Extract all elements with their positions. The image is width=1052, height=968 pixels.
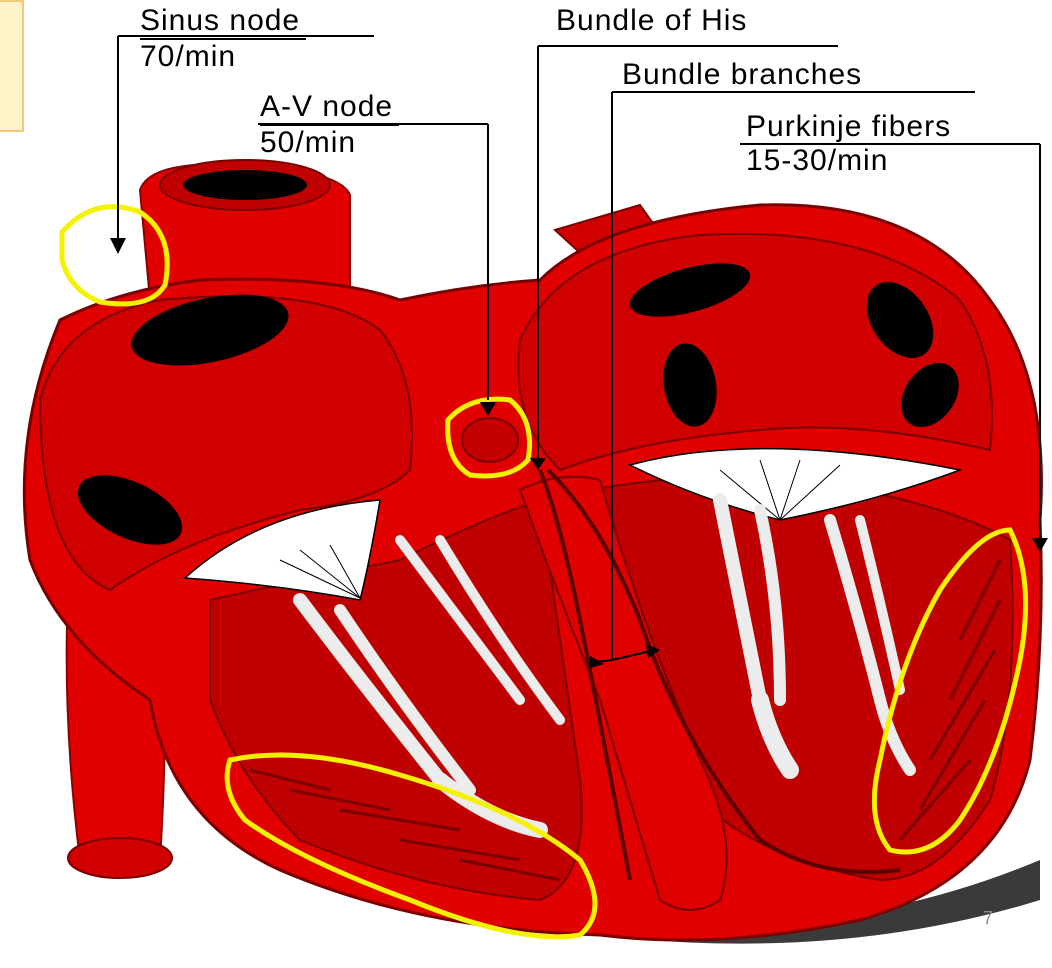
purkinje-fibers-label: Purkinje fibers 15-30/min [746,110,951,178]
av-node-rate: 50/min [260,126,399,160]
purkinje-fibers-rate: 15-30/min [746,144,951,178]
bundle-branches-name: Bundle branches [622,58,862,92]
sinus-node-name: Sinus node [140,4,306,40]
av-node-bump [462,418,518,462]
bundle-branches-label: Bundle branches [622,58,862,92]
av-node-label: A-V node 50/min [260,90,399,160]
slide-number: 7 [983,908,993,929]
sinus-node-label: Sinus node 70/min [140,4,306,74]
sinus-node-rate: 70/min [140,40,306,74]
bundle-of-his-label: Bundle of His [556,4,747,38]
ivc-opening [68,838,172,878]
bundle-of-his-name: Bundle of His [556,4,747,38]
purkinje-fibers-name: Purkinje fibers [746,110,951,144]
av-node-name: A-V node [260,90,399,126]
svc-opening [183,170,307,200]
